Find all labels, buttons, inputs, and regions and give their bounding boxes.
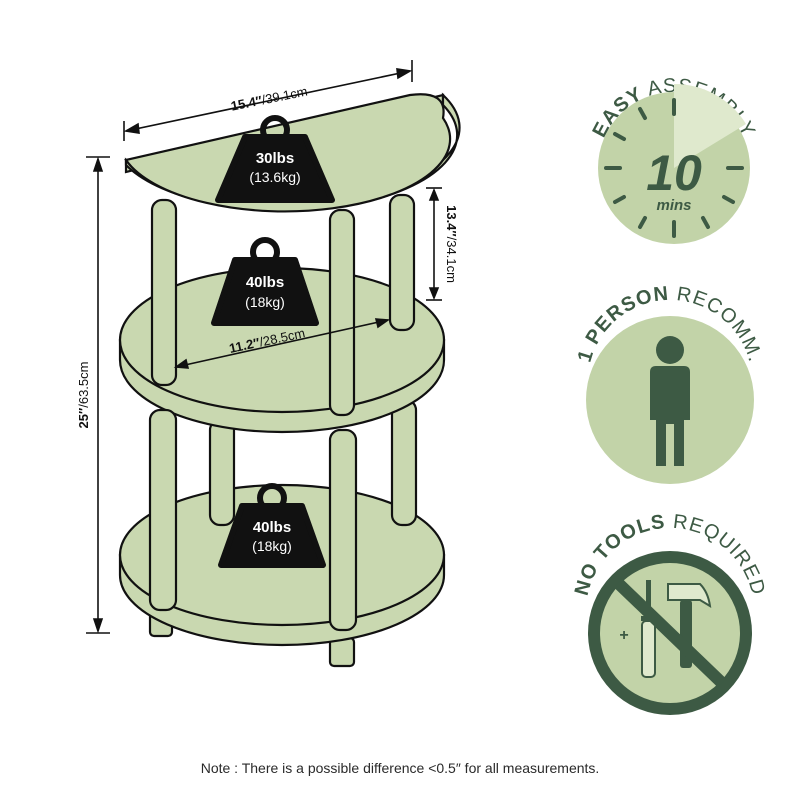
- badge-easy-assembly: EASY ASSEMBLY 10 mins: [589, 75, 758, 244]
- badge-one-person: 1 PERSON RECOMM.: [574, 283, 765, 484]
- weight-kg: (18kg): [245, 294, 285, 310]
- table-post: [328, 208, 356, 417]
- dimension-shelf-gap: 13.4″/34.1cm: [426, 187, 459, 301]
- weight-lbs: 30lbs: [256, 150, 294, 167]
- measurement-note: Note : There is a possible difference <0…: [200, 760, 600, 776]
- shelf-gap-label: 13.4″/34.1cm: [444, 205, 459, 283]
- weight-lbs: 40lbs: [253, 519, 291, 536]
- weight-middle: 40lbs (18kg): [211, 237, 319, 326]
- prohibition-slash: [613, 578, 727, 688]
- table-post: [208, 418, 236, 527]
- dimension-height: 25″/63.5cm: [76, 156, 110, 634]
- height-label: 25″/63.5cm: [76, 362, 91, 429]
- clock-elapsed-wedge: [674, 83, 746, 168]
- table-post: [150, 198, 178, 387]
- width-label: 15.4″/39.1cm: [229, 83, 308, 113]
- weight-bottom: 40lbs (18kg): [218, 483, 326, 568]
- weight-lbs: 40lbs: [246, 274, 284, 291]
- assembly-minutes: 10: [646, 145, 702, 201]
- table-post: [390, 398, 418, 527]
- table-post: [388, 193, 416, 332]
- person-icon: [650, 336, 690, 466]
- table-post: [328, 428, 358, 632]
- weight-top: 30lbs (13.6kg): [215, 115, 335, 203]
- badge-no-tools: NO TOOLS REQUIRED +: [571, 511, 768, 715]
- weight-kg: (18kg): [252, 538, 292, 554]
- assembly-unit: mins: [656, 197, 691, 214]
- table-post: [148, 408, 178, 612]
- clock-ticks: [604, 98, 744, 238]
- weight-kg: (13.6kg): [249, 169, 300, 185]
- plus-glyph: +: [619, 627, 628, 644]
